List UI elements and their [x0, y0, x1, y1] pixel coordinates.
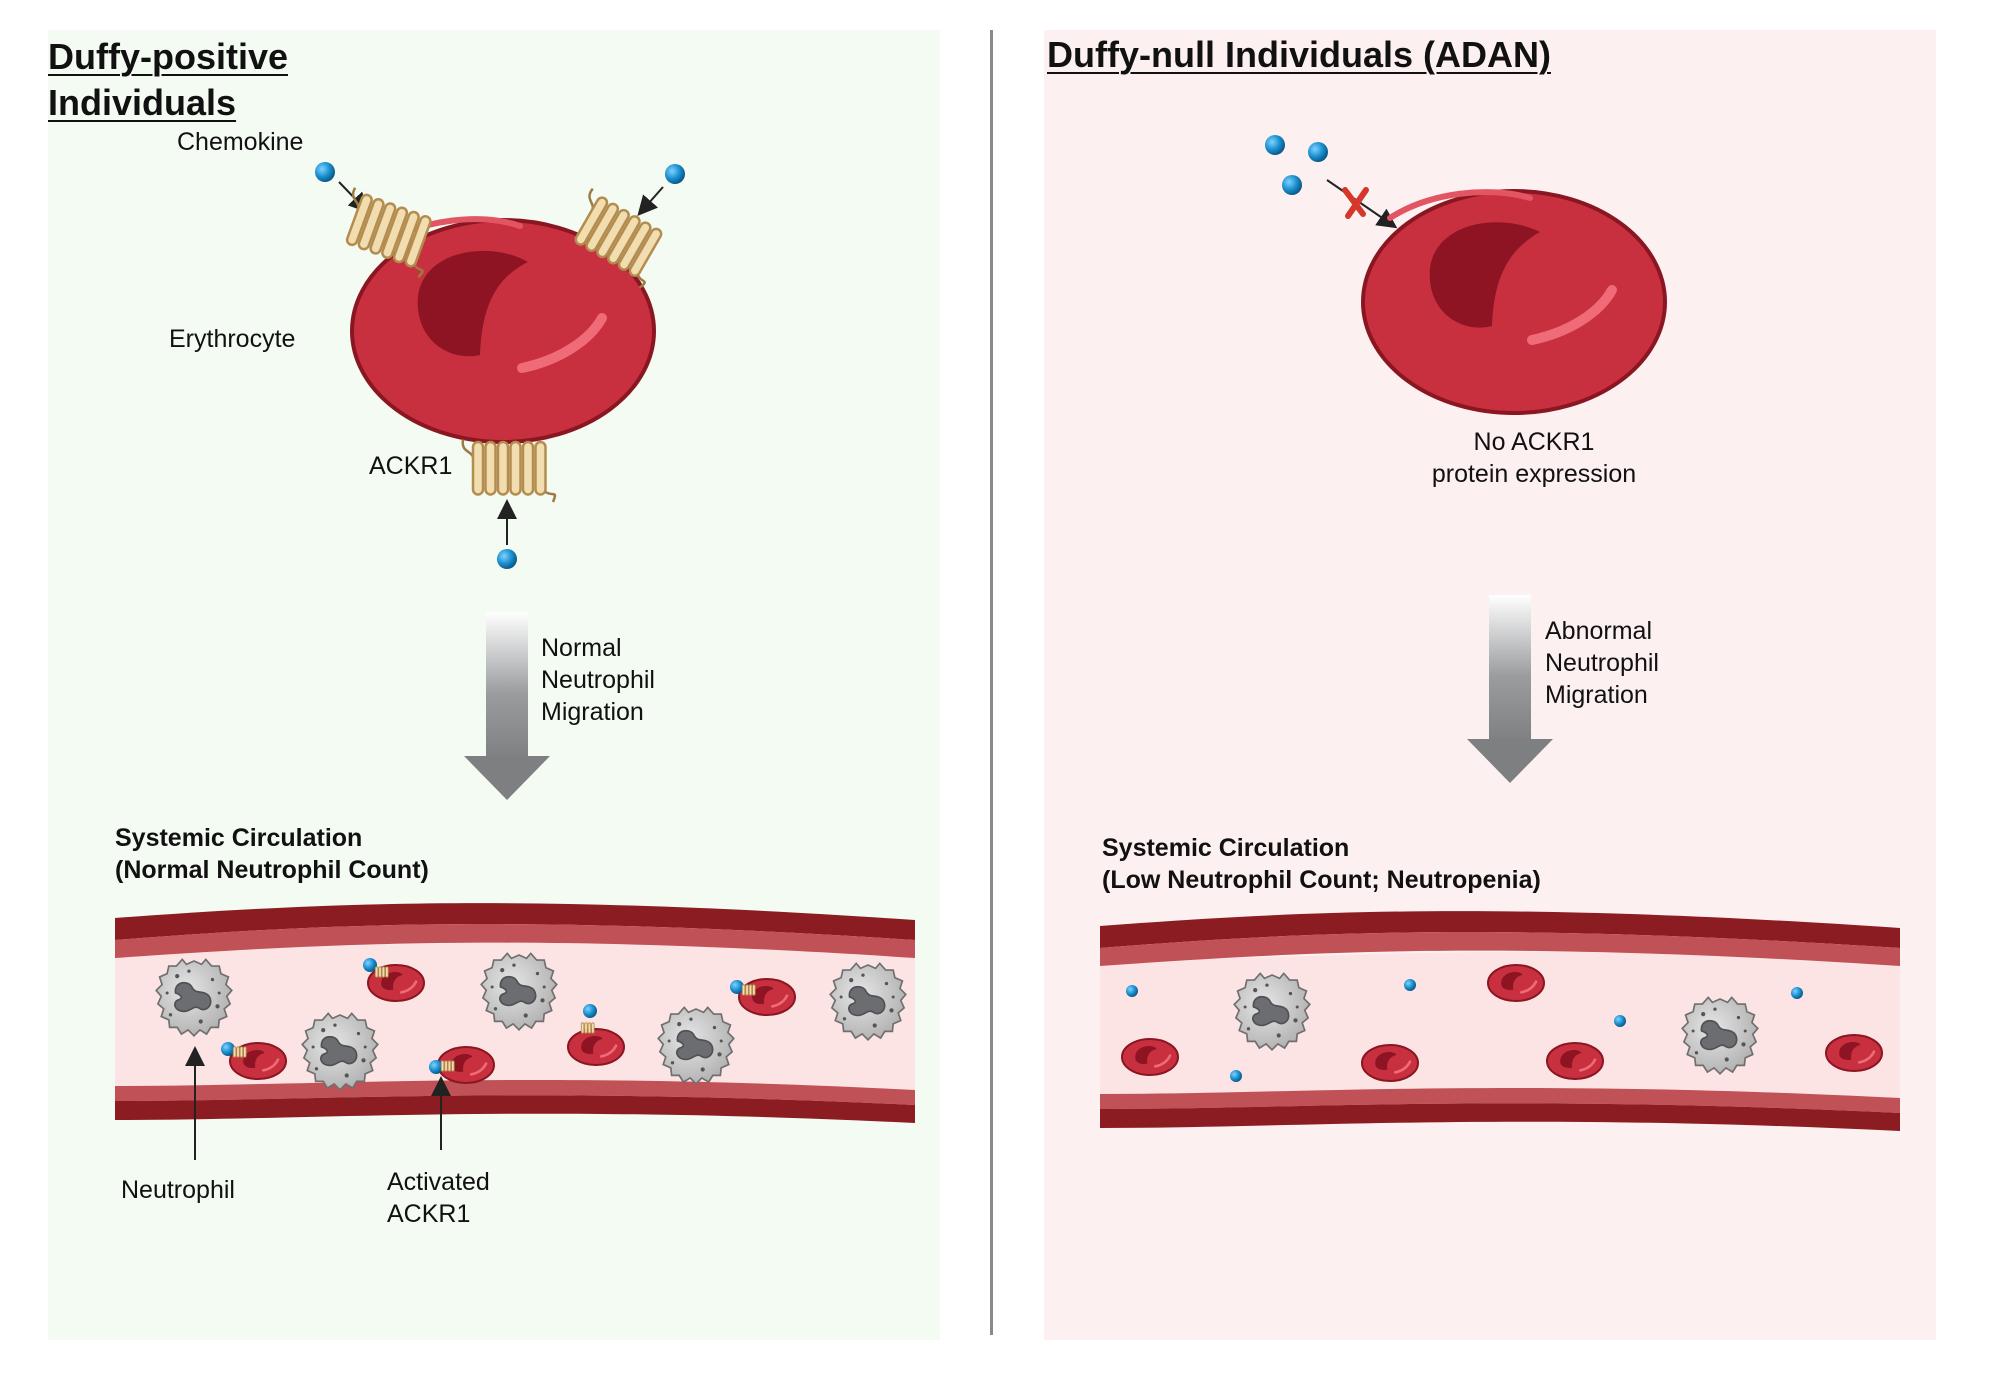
- right-circulation-title: Systemic Circulation: [1102, 834, 1350, 862]
- duffy-positive-title-line2: Individuals: [48, 82, 237, 123]
- neutrophil-label: Neutrophil: [121, 1176, 235, 1204]
- right-circulation-heading: Systemic Circulation (Low Neutrophil Cou…: [1102, 832, 1541, 896]
- blood-vessel-right: [1100, 911, 1900, 1131]
- chemokine-dots-right: [1265, 135, 1328, 195]
- abnormal-migration-line3: Migration: [1545, 681, 1648, 709]
- abnormal-migration-line1: Abnormal: [1545, 617, 1652, 645]
- no-ackr1-line2: protein expression: [1431, 460, 1637, 488]
- chemokine-dots-left: [315, 162, 685, 569]
- duffy-positive-title: Duffy-positive Individuals: [48, 34, 288, 126]
- left-circulation-subtitle: (Normal Neutrophil Count): [115, 856, 429, 884]
- free-chemokines-right: [1126, 979, 1803, 1082]
- blocked-binding-arrow: [1326, 179, 1398, 229]
- abnormal-migration-label: Abnormal Neutrophil Migration: [1545, 615, 1659, 711]
- panel-divider: [990, 30, 993, 1335]
- migration-arrow-left: [464, 612, 550, 800]
- activated-ackr1-label: Activated ACKR1: [387, 1166, 490, 1230]
- normal-migration-line1: Normal: [541, 634, 622, 662]
- erythrocyte-right: [1361, 189, 1667, 415]
- abnormal-migration-line2: Neutrophil: [1545, 649, 1659, 677]
- normal-migration-line2: Neutrophil: [541, 666, 655, 694]
- left-circulation-heading: Systemic Circulation (Normal Neutrophil …: [115, 822, 429, 886]
- activated-ackr1-left: [221, 958, 756, 1074]
- normal-migration-label: Normal Neutrophil Migration: [541, 632, 655, 728]
- no-ackr1-label: No ACKR1 protein expression: [1384, 426, 1684, 490]
- ackr1-label: ACKR1: [369, 452, 453, 480]
- duffy-null-title: Duffy-null Individuals (ADAN): [1047, 34, 1551, 75]
- ackr1-receptor-bottom: [461, 438, 557, 504]
- chemokine-label: Chemokine: [177, 128, 304, 156]
- no-ackr1-line1: No ACKR1: [1473, 428, 1595, 456]
- right-circulation-subtitle: (Low Neutrophil Count; Neutropenia): [1102, 866, 1541, 894]
- migration-arrow-right: [1467, 595, 1553, 783]
- activated-line1: Activated: [387, 1168, 490, 1196]
- normal-migration-line3: Migration: [541, 698, 644, 726]
- callout-arrows-left: [185, 1046, 451, 1160]
- activated-line2: ACKR1: [387, 1200, 471, 1228]
- left-circulation-title: Systemic Circulation: [115, 824, 363, 852]
- duffy-positive-title-line1: Duffy-positive: [48, 36, 289, 77]
- erythrocyte-label: Erythrocyte: [169, 325, 296, 353]
